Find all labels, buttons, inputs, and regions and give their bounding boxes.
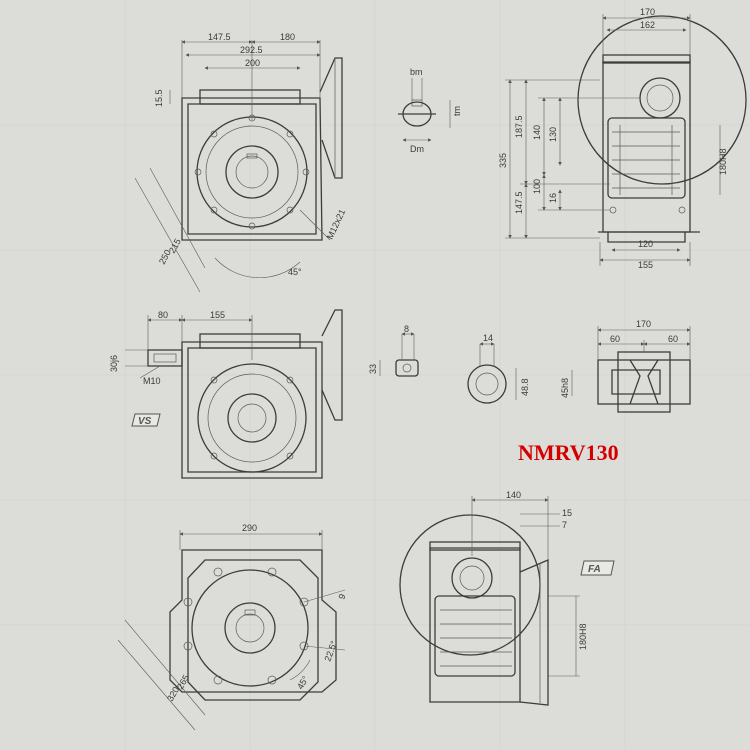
dim-15: 15 bbox=[562, 508, 572, 518]
dim-147-5: 147.5 bbox=[208, 32, 231, 42]
hollow-14: 14 bbox=[483, 333, 493, 343]
dim-120: 120 bbox=[638, 239, 653, 249]
dim-22-5-deg: 22.5° bbox=[322, 639, 339, 663]
dim-292-5: 292.5 bbox=[240, 45, 263, 55]
view-top-right-labels: 170 162 335 187.5 147.5 140 130 100 16 1… bbox=[498, 7, 728, 270]
model-title: NMRV130 bbox=[518, 440, 619, 465]
dim-180: 180 bbox=[280, 32, 295, 42]
dim-60-a: 60 bbox=[610, 334, 620, 344]
hollow-48-8: 48.8 bbox=[520, 378, 530, 396]
key-detail: bm tm Dm bbox=[398, 67, 462, 154]
view-bottom-right-gearbox bbox=[399, 496, 580, 706]
dim-9: 9 bbox=[336, 593, 347, 601]
dim-45h8: 45h8 bbox=[560, 378, 570, 398]
view-bottom-right-labels: 140 15 7 180H8 bbox=[506, 490, 588, 650]
dim-15-5: 15.5 bbox=[154, 89, 164, 107]
dim-147-5-b: 147.5 bbox=[514, 191, 524, 214]
dim-m10: M10 bbox=[143, 376, 161, 386]
dim-200: 200 bbox=[245, 58, 260, 68]
view-mid-right-gearbox: 170 60 60 45h8 bbox=[560, 319, 691, 413]
dim-170: 170 bbox=[640, 7, 655, 17]
dim-335: 335 bbox=[498, 153, 508, 168]
badge-fa: FA bbox=[580, 560, 615, 576]
badge-vs-label: VS bbox=[138, 416, 152, 427]
dim-m12x21: M12x21 bbox=[325, 208, 348, 241]
view-top-right-gearbox bbox=[505, 14, 747, 266]
hollow-shaft-detail: 14 48.8 bbox=[467, 333, 530, 404]
dim-187-5: 187.5 bbox=[514, 115, 524, 138]
dim-162: 162 bbox=[640, 20, 655, 30]
dim-290: 290 bbox=[242, 523, 257, 533]
dim-170-b: 170 bbox=[636, 319, 651, 329]
dim-45-deg-b: 45° bbox=[295, 674, 311, 691]
key-bm: bm bbox=[410, 67, 423, 77]
view-mid-left-labels: 80 155 30j6 M10 bbox=[109, 310, 225, 386]
dim-180h8: 180H8 bbox=[718, 148, 728, 175]
view-mid-left-gearbox bbox=[125, 309, 343, 479]
badge-fa-label: FA bbox=[588, 564, 601, 575]
dim-180h8-b: 180H8 bbox=[578, 623, 588, 650]
dim-45-deg: 45° bbox=[288, 267, 302, 277]
shaft-33: 33 bbox=[368, 364, 378, 374]
dim-16: 16 bbox=[548, 193, 558, 203]
dim-140-b: 140 bbox=[506, 490, 521, 500]
view-bottom-left-flange bbox=[117, 530, 346, 731]
key-tm: tm bbox=[452, 106, 462, 116]
shaft-8: 8 bbox=[404, 324, 409, 334]
dim-130: 130 bbox=[548, 127, 558, 142]
badge-vs: VS bbox=[131, 413, 161, 427]
dim-30j6: 30j6 bbox=[109, 355, 119, 372]
dim-140: 140 bbox=[532, 125, 542, 140]
dim-155: 155 bbox=[638, 260, 653, 270]
dim-7: 7 bbox=[562, 520, 567, 530]
shaft-detail: 8 33 bbox=[368, 324, 419, 377]
dim-100: 100 bbox=[532, 179, 542, 194]
view-top-left-gearbox bbox=[134, 40, 343, 293]
dim-155-b: 155 bbox=[210, 310, 225, 320]
key-dm: Dm bbox=[410, 144, 424, 154]
dim-60-b: 60 bbox=[668, 334, 678, 344]
dim-80: 80 bbox=[158, 310, 168, 320]
